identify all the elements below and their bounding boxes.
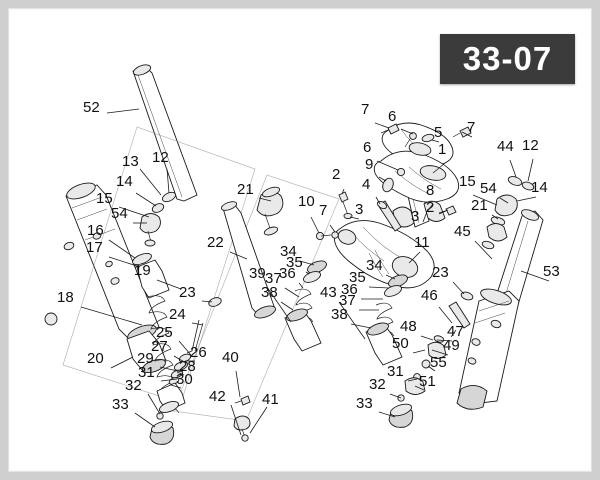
callout-15: 15 bbox=[96, 190, 113, 207]
left-top-hardware-group bbox=[139, 191, 177, 247]
callout-27: 27 bbox=[151, 338, 168, 355]
upper-triple-clamp-group bbox=[373, 122, 472, 232]
callout-5: 5 bbox=[434, 124, 443, 141]
callout-52: 52 bbox=[83, 99, 100, 116]
callout-21: 21 bbox=[237, 181, 254, 198]
callout-2: 2 bbox=[426, 199, 435, 216]
callout-23: 23 bbox=[179, 284, 196, 301]
callout-53: 53 bbox=[543, 263, 560, 280]
axle-clamp-hardware bbox=[233, 395, 251, 442]
callout-32: 32 bbox=[125, 377, 142, 394]
cartridge-group-right bbox=[365, 274, 408, 366]
callout-29: 29 bbox=[137, 350, 154, 367]
callout-31: 31 bbox=[138, 364, 155, 381]
callout-6: 6 bbox=[388, 108, 397, 125]
callout-38: 38 bbox=[331, 306, 348, 323]
callout-12: 12 bbox=[522, 137, 539, 154]
left-fork-tube-group bbox=[44, 64, 198, 374]
callout-30: 30 bbox=[176, 371, 193, 388]
callout-8: 8 bbox=[426, 182, 435, 199]
callout-18: 18 bbox=[57, 289, 74, 306]
callout-28: 28 bbox=[179, 358, 196, 375]
page-code-badge: 33-07 bbox=[440, 34, 575, 84]
callout-38: 38 bbox=[261, 284, 278, 301]
callout-46: 46 bbox=[421, 287, 438, 304]
callout-36: 36 bbox=[341, 281, 358, 298]
callout-37: 37 bbox=[339, 292, 356, 309]
callout-7: 7 bbox=[319, 202, 328, 219]
callout-35: 35 bbox=[349, 269, 366, 286]
callout-10: 10 bbox=[298, 193, 315, 210]
callout-24: 24 bbox=[169, 306, 186, 323]
callout-7: 7 bbox=[467, 119, 476, 136]
callout-54: 54 bbox=[111, 205, 128, 222]
callout-34: 34 bbox=[280, 243, 297, 260]
cartridge-group-left bbox=[284, 260, 327, 352]
callout-33: 33 bbox=[356, 395, 373, 412]
callout-32: 32 bbox=[369, 376, 386, 393]
callout-14: 14 bbox=[116, 173, 133, 190]
right-top-hardware-group bbox=[460, 176, 535, 301]
callout-20: 20 bbox=[87, 350, 104, 367]
callout-35: 35 bbox=[286, 254, 303, 271]
callout-15: 15 bbox=[459, 173, 476, 190]
callout-37: 37 bbox=[265, 270, 282, 287]
callout-2: 2 bbox=[332, 166, 341, 183]
callout-26: 26 bbox=[190, 344, 207, 361]
callout-48: 48 bbox=[400, 318, 417, 335]
leader-lines bbox=[80, 108, 550, 436]
callout-21: 21 bbox=[471, 197, 488, 214]
callout-3: 3 bbox=[355, 201, 364, 218]
callout-6: 6 bbox=[363, 139, 372, 156]
callout-47: 47 bbox=[447, 323, 464, 340]
callout-51: 51 bbox=[419, 373, 436, 390]
callout-50: 50 bbox=[392, 335, 409, 352]
callout-13: 13 bbox=[122, 153, 139, 170]
callout-23: 23 bbox=[432, 264, 449, 281]
callout-34: 34 bbox=[366, 257, 383, 274]
callout-41: 41 bbox=[262, 391, 279, 408]
callout-1: 1 bbox=[438, 141, 447, 158]
callout-42: 42 bbox=[209, 388, 226, 405]
callout-45: 45 bbox=[454, 223, 471, 240]
callout-44: 44 bbox=[497, 138, 514, 155]
callout-33: 33 bbox=[112, 396, 129, 413]
callout-12: 12 bbox=[152, 149, 169, 166]
callout-22: 22 bbox=[207, 234, 224, 251]
callout-55: 55 bbox=[430, 354, 447, 371]
callout-43: 43 bbox=[320, 284, 337, 301]
inner-tube-group bbox=[149, 186, 284, 445]
callout-4: 4 bbox=[362, 176, 371, 193]
callout-9: 9 bbox=[365, 156, 374, 173]
callout-3: 3 bbox=[411, 208, 420, 225]
left-spring-group bbox=[132, 252, 180, 414]
callout-54: 54 bbox=[480, 180, 497, 197]
callout-19: 19 bbox=[134, 262, 151, 279]
callout-36: 36 bbox=[279, 265, 296, 282]
right-fastener-stack bbox=[388, 301, 471, 428]
callout-31: 31 bbox=[387, 363, 404, 380]
callout-25: 25 bbox=[156, 324, 173, 341]
callout-49: 49 bbox=[443, 337, 460, 354]
callout-11: 11 bbox=[414, 234, 430, 251]
right-fork-tube-group bbox=[456, 209, 544, 410]
fork-assembly-artwork bbox=[44, 64, 550, 445]
callout-17: 17 bbox=[86, 239, 103, 256]
callout-7: 7 bbox=[361, 101, 370, 118]
callout-16: 16 bbox=[87, 222, 104, 239]
callout-14: 14 bbox=[531, 179, 548, 196]
callout-39: 39 bbox=[249, 265, 266, 282]
callout-40: 40 bbox=[222, 349, 239, 366]
